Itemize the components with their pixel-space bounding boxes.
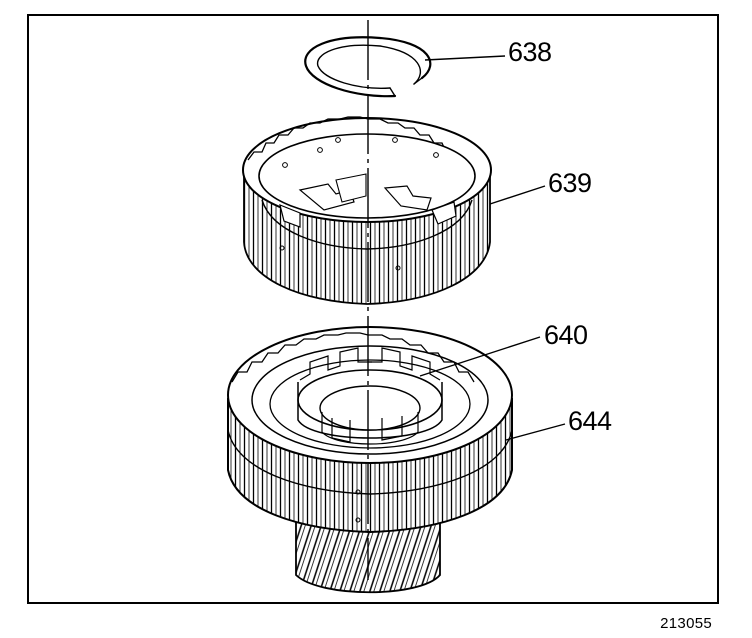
leader-639 [489, 185, 546, 205]
drum-part [242, 116, 492, 305]
leader-640 [419, 336, 541, 377]
snap-ring-part [304, 36, 432, 98]
callout-644: 644 [568, 406, 612, 436]
callout-640: 640 [544, 320, 588, 350]
callout-639: 639 [548, 168, 592, 198]
leader-644 [505, 423, 566, 441]
leader-638 [424, 55, 506, 61]
callout-638: 638 [508, 37, 552, 67]
leader-lines [419, 55, 566, 441]
figure-number: 213055 [660, 615, 712, 632]
gear-assembly-part [227, 326, 513, 594]
